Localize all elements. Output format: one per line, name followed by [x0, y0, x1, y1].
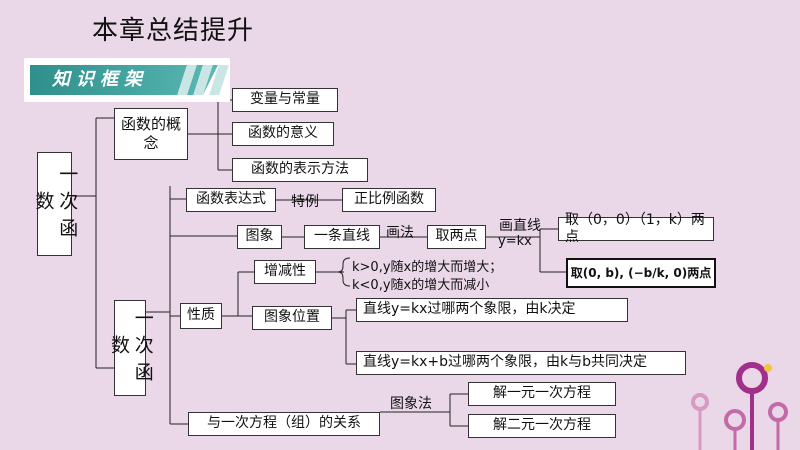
special-case-label: 特例 — [291, 194, 319, 210]
proportional-node: 正比例函数 — [342, 188, 436, 212]
graph-node: 图象 — [237, 225, 282, 249]
concept-item: 变量与常量 — [232, 88, 338, 112]
position-kx-node: 直线y=kx过哪两个象限，由k决定 — [356, 298, 628, 322]
k-positive-text: k>0,y随x的增大而增大； — [352, 260, 503, 275]
two-points-node: 取两点 — [427, 225, 486, 249]
flower-icon — [691, 393, 709, 411]
solve-two-var-node: 解二元一次方程 — [468, 414, 616, 438]
monotonic-node: 增减性 — [254, 260, 316, 284]
concept-item: 函数的表示方法 — [232, 158, 368, 182]
y-kx-label: y=kx — [498, 234, 532, 249]
flower-icon — [736, 362, 768, 394]
section-banner: 知识框架 — [24, 58, 230, 102]
k-negative-text: k<0,y随x的增大而减小 — [352, 278, 490, 293]
straight-line-node: 一条直线 — [304, 225, 380, 249]
position-node: 图象位置 — [252, 306, 332, 330]
concept-item: 函数的意义 — [232, 122, 334, 146]
solve-one-var-node: 解一元一次方程 — [468, 382, 616, 406]
properties-node: 性质 — [180, 303, 222, 329]
graph-method-label: 图象法 — [390, 396, 432, 412]
dot-icon — [764, 364, 772, 372]
flower-icon — [724, 409, 746, 431]
page-title: 本章总结提升 — [92, 16, 255, 46]
drawing-method-label: 画法 — [386, 225, 414, 241]
flower-icon — [768, 402, 788, 422]
expression-node: 函数表达式 — [186, 188, 276, 212]
points-kxb-node: 取(0, b), (−b/k, 0)两点 — [566, 258, 716, 288]
draw-line-label: 画直线 — [499, 218, 541, 234]
linear-node: 一次函数 — [108, 300, 154, 396]
concept-node: 函数的概念 — [114, 108, 188, 160]
equations-node: 与一次方程（组）的关系 — [188, 412, 380, 436]
position-kxb-node: 直线y=kx+b过哪两个象限，由k与b共同决定 — [356, 351, 686, 375]
